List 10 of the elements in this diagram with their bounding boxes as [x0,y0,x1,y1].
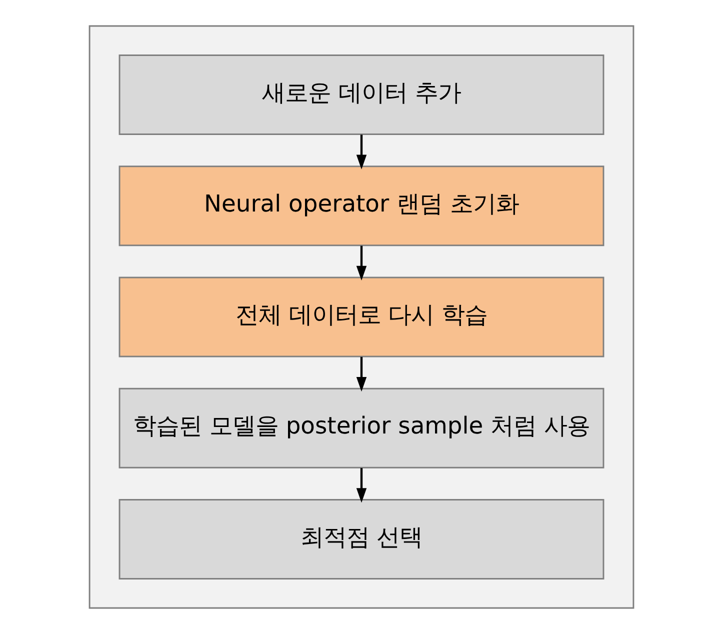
node-box: 새로운 데이터 추가 [118,54,604,135]
node-box: 최적점 선택 [118,499,604,580]
arrow [356,356,367,392]
node-box: Neural operator 랜덤 초기화 [118,166,604,246]
arrow [356,468,367,503]
node-box: 학습된 모델을 posterior sample 처럼 사용 [118,388,604,468]
arrow [356,246,367,281]
arrow [356,134,367,170]
node-box: 전체 데이터로 다시 학습 [118,276,604,358]
cluster [88,25,634,609]
